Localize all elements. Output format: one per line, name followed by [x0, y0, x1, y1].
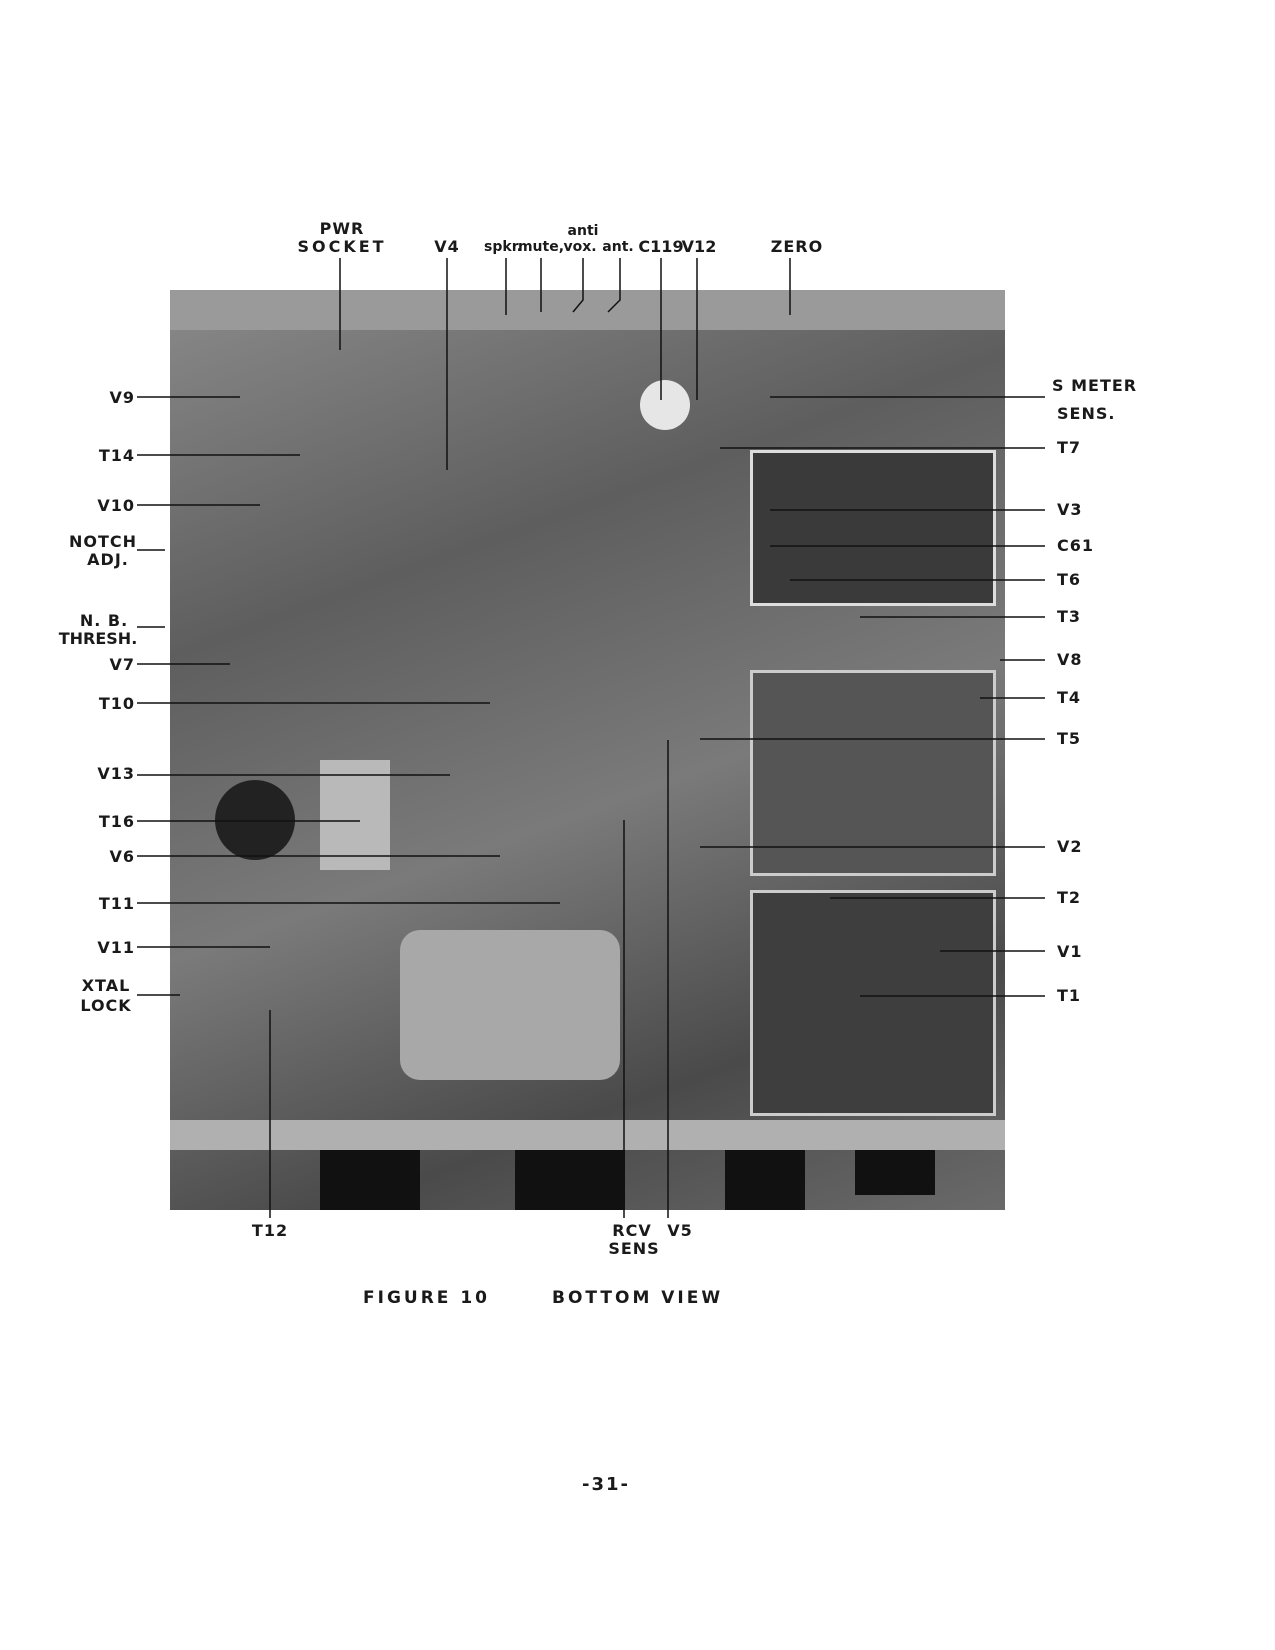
label-pwr: PWR [319, 219, 365, 238]
label-t14: T14 [98, 446, 135, 465]
label-thresh: THRESH. [58, 629, 138, 648]
label-v9: V9 [109, 388, 135, 407]
label-t6: T6 [1057, 570, 1082, 589]
label-xtal: XTAL [81, 976, 131, 995]
label-v2: V2 [1057, 837, 1083, 856]
label-t1: T1 [1057, 986, 1082, 1005]
label-spkr: spkr. [484, 239, 522, 255]
label-v7: V7 [109, 655, 135, 674]
label-vox: vox. [563, 239, 597, 255]
page-number: -31- [582, 1474, 630, 1495]
label-v13: V13 [97, 764, 135, 783]
label-mute: mute, [517, 239, 565, 255]
label-ant: ant. [602, 239, 634, 255]
label-notch: NOTCH [68, 532, 138, 551]
label-t16: T16 [98, 812, 135, 831]
label-rcv: RCV [612, 1221, 652, 1240]
label-anti: anti [567, 223, 599, 239]
label-v10: V10 [97, 496, 135, 515]
label-zero: ZERO [770, 237, 824, 256]
label-t12: T12 [251, 1221, 289, 1240]
label-v1: V1 [1057, 942, 1083, 961]
label-socket: SOCKET [297, 237, 387, 256]
label-v4: V4 [434, 237, 460, 256]
label-nb: N. B. [79, 611, 129, 630]
label-v8: V8 [1057, 650, 1083, 669]
label-c61: C61 [1057, 536, 1095, 555]
label-c119: C119 [638, 237, 684, 256]
figure-number: FIGURE 10 [363, 1288, 490, 1308]
chassis-bottom-photo [170, 290, 1005, 1210]
label-t10: T10 [98, 694, 135, 713]
label-t7: T7 [1057, 438, 1082, 457]
label-t5: T5 [1057, 729, 1082, 748]
label-v11: V11 [97, 938, 135, 957]
label-s-meter-sens: SENS. [1057, 404, 1116, 423]
label-v3: V3 [1057, 500, 1083, 519]
label-v12: V12 [681, 237, 717, 256]
label-lock: LOCK [80, 996, 132, 1015]
label-t4: T4 [1057, 688, 1082, 707]
label-t3: T3 [1057, 607, 1082, 626]
label-rcv-sens: SENS [608, 1239, 660, 1258]
label-adj: ADJ. [87, 550, 129, 569]
label-t11: T11 [98, 894, 135, 913]
label-v6: V6 [109, 847, 135, 866]
label-v5: V5 [667, 1221, 693, 1240]
label-t2: T2 [1057, 888, 1082, 907]
label-s-meter: S METER [1052, 376, 1138, 395]
figure-title: BOTTOM VIEW [552, 1288, 724, 1308]
